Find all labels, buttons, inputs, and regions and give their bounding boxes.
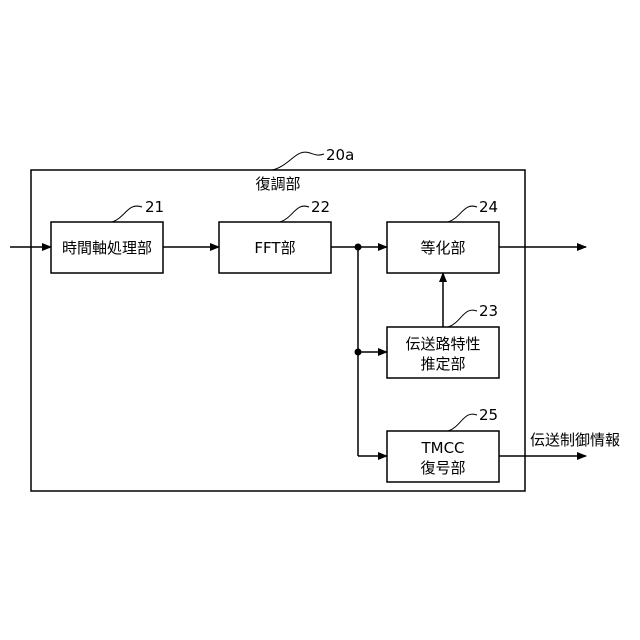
ref-22-leader [280,206,309,222]
ref-22: 22 [311,198,330,216]
ref-24-leader [448,206,477,222]
ref-25-leader [448,414,477,431]
tmcc-label-line2: 復号部 [420,459,465,477]
demodulator-title: 復調部 [255,175,300,193]
fft-label: FFT部 [254,239,295,257]
junction-dot-top [355,244,362,251]
ref-20a-leader [272,152,324,170]
ref-21-leader [112,206,142,222]
ref-23: 23 [479,302,498,320]
tmcc-output-label: 伝送制御情報 [530,431,620,449]
ref-23-leader [448,310,477,327]
tmcc-label-line1: TMCC [420,439,464,457]
equalizer-label: 等化部 [420,239,465,257]
channel-estimation-label-line2: 推定部 [420,355,465,373]
ref-25: 25 [479,406,498,424]
channel-estimation-label-line1: 伝送路特性 [405,335,480,353]
ref-24: 24 [479,198,498,216]
time-axis-label: 時間軸処理部 [62,239,152,257]
ref-21: 21 [145,198,164,216]
ref-20a: 20a [326,146,354,164]
junction-dot-middle [355,349,362,356]
